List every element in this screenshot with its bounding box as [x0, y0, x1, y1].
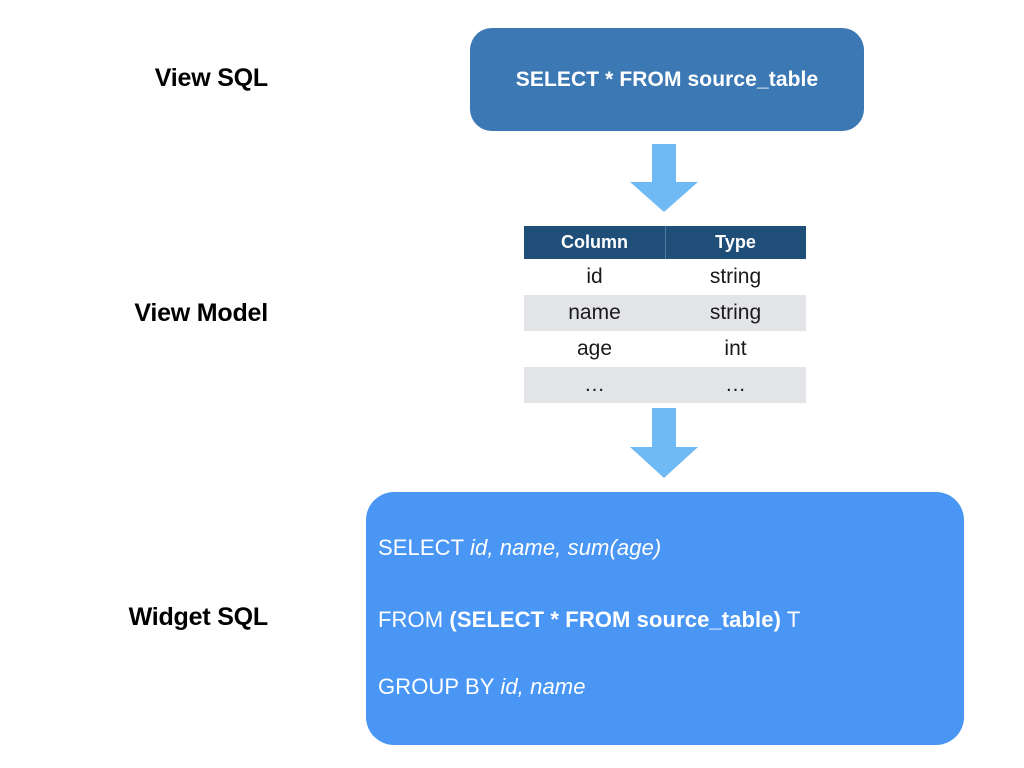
widget-sql-line-group-by: GROUP BY id, name: [378, 674, 586, 700]
table-header-column: Column: [524, 226, 665, 259]
arrow-down-icon-view-model-to-widget-sql: [630, 408, 698, 478]
widget-sql-box: SELECT id, name, sum(age) FROM (SELECT *…: [366, 492, 964, 745]
table-header-type: Type: [665, 226, 806, 259]
table-row: … …: [524, 367, 806, 403]
sql-group-by-list: id, name: [500, 674, 586, 699]
table-row: age int: [524, 331, 806, 367]
widget-sql-line-select: SELECT id, name, sum(age): [378, 535, 661, 561]
table-cell-type: string: [665, 295, 806, 331]
table-cell-column: name: [524, 295, 665, 331]
row-label-view-sql: View SQL: [154, 64, 268, 92]
table-cell-column: id: [524, 259, 665, 295]
sql-subquery: (SELECT * FROM source_table): [449, 607, 782, 632]
view-model-schema-table: Column Type id string name string age in…: [524, 226, 806, 403]
row-label-widget-sql: Widget SQL: [128, 603, 269, 631]
row-label-view-model: View Model: [134, 299, 268, 327]
sql-table-alias: T: [781, 607, 801, 632]
table-row: id string: [524, 259, 806, 295]
table-cell-type: string: [665, 259, 806, 295]
arrow-down-icon-view-sql-to-view-model: [630, 144, 698, 212]
table-header-row: Column Type: [524, 226, 806, 259]
table-cell-column: …: [524, 367, 665, 403]
table-cell-type: …: [665, 367, 806, 403]
table-cell-column: age: [524, 331, 665, 367]
table-cell-type: int: [665, 331, 806, 367]
sql-keyword-select: SELECT: [378, 535, 470, 560]
sql-select-list: id, name, sum(age): [470, 535, 662, 560]
sql-keyword-from: FROM: [378, 607, 450, 632]
table-row: name string: [524, 295, 806, 331]
widget-sql-line-from: FROM (SELECT * FROM source_table) T: [378, 607, 800, 633]
view-sql-box: SELECT * FROM source_table: [470, 28, 864, 131]
view-sql-statement: SELECT * FROM source_table: [515, 67, 819, 91]
sql-keyword-group-by: GROUP BY: [378, 674, 501, 699]
